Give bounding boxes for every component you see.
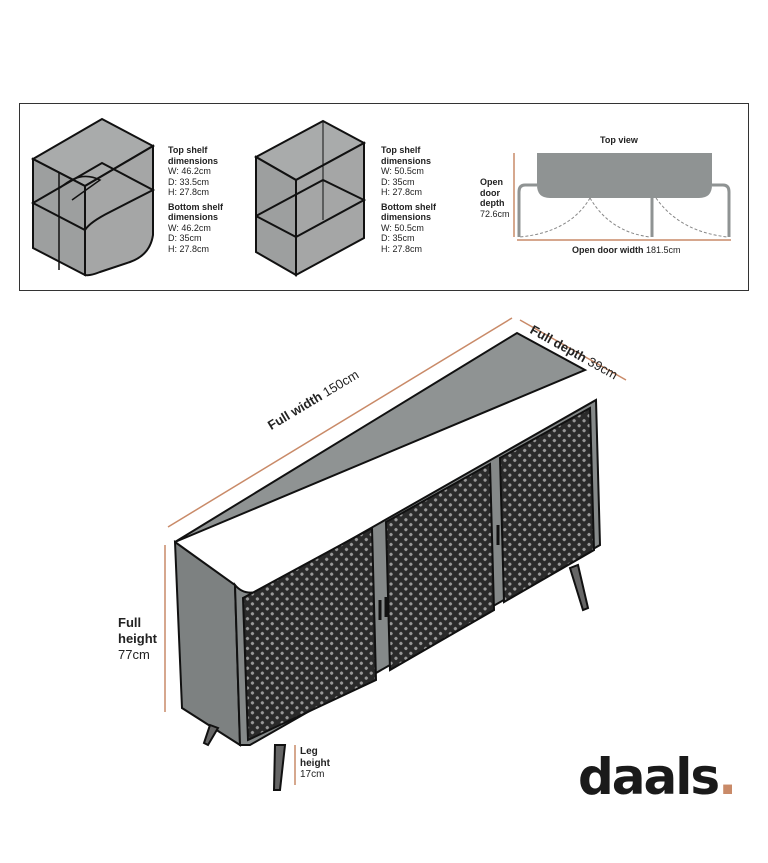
depth-label-line2: door [480, 187, 500, 198]
depth-label-line3: depth [480, 198, 505, 208]
full-height-line2: height [118, 631, 157, 646]
bottom-shelf-title: Bottom shelf [168, 201, 223, 212]
dimension-lines [164, 317, 627, 785]
open-door-width-label: Open door width 181.5cm [572, 245, 681, 256]
top-shelf-height: H: 27.8cm [168, 187, 210, 197]
top-shelf-subtitle: dimensions [381, 155, 432, 166]
shelf-dimensions-panel [19, 103, 749, 291]
top-view-title-text: Top view [600, 135, 638, 145]
top-shelf-height: H: 27.8cm [381, 187, 423, 197]
top-shelf-width: W: 50.5cm [381, 166, 424, 176]
full-height-value: 77cm [118, 647, 150, 662]
middle-shelf-label: Top shelf dimensions W: 50.5cm D: 35cm H… [381, 145, 436, 254]
bottom-shelf-subtitle: dimensions [381, 212, 432, 222]
bottom-shelf-width: W: 50.5cm [381, 222, 424, 233]
top-view-illustration [513, 153, 731, 241]
bottom-shelf-depth: D: 35cm [168, 233, 202, 243]
brand-name: daals [578, 748, 720, 806]
leg-value: 17cm [300, 769, 325, 780]
width-label: Open door width [572, 245, 644, 255]
full-height-line1: Full [118, 615, 142, 630]
top-shelf-depth: D: 35cm [381, 176, 415, 187]
left-shelf-label: Top shelf dimensions W: 46.2cm D: 33.5cm… [168, 145, 223, 254]
top-shelf-title: Top shelf [381, 145, 421, 155]
brand-dot: . [718, 748, 737, 806]
depth-value: 72.6cm [480, 208, 510, 219]
bottom-shelf-depth: D: 35cm [381, 233, 415, 243]
left-shelf-illustration [30, 117, 156, 277]
leg-label-line1: Leg [300, 746, 318, 757]
depth-label-line1: Open [480, 177, 504, 187]
top-shelf-title: Top shelf [168, 145, 208, 155]
brand-logo: daals. [578, 748, 737, 806]
width-value: 181.5cm [646, 245, 681, 255]
top-view-title: Top view [600, 135, 638, 146]
bottom-shelf-height: H: 27.8cm [168, 243, 210, 254]
open-door-depth-label: Open door depth 72.6cm [480, 177, 510, 219]
leg-height-label: Leg height 17cm [300, 746, 330, 781]
bottom-shelf-height: H: 27.8cm [381, 243, 423, 254]
top-shelf-subtitle: dimensions [168, 155, 219, 166]
bottom-shelf-subtitle: dimensions [168, 212, 219, 222]
full-height-label: Full height 77cm [118, 615, 157, 663]
bottom-shelf-width: W: 46.2cm [168, 222, 211, 233]
top-shelf-width: W: 46.2cm [168, 166, 211, 176]
sideboard-illustration [173, 331, 602, 791]
leg-label-line2: height [300, 757, 330, 769]
top-shelf-depth: D: 33.5cm [168, 176, 210, 187]
middle-shelf-illustration [253, 119, 367, 277]
bottom-shelf-title: Bottom shelf [381, 201, 436, 212]
